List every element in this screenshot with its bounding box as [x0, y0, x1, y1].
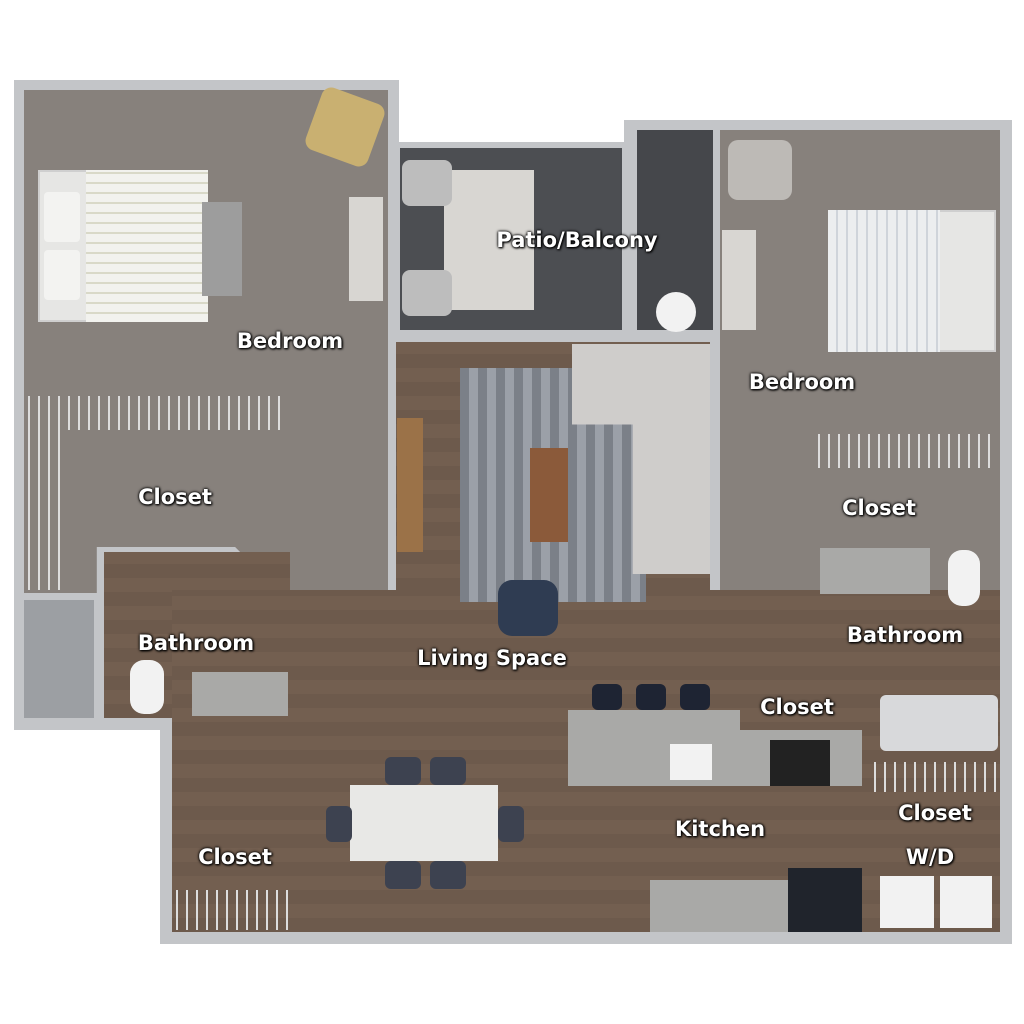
- closet-rack: [28, 430, 64, 590]
- sink: [670, 744, 712, 780]
- dining-chair: [430, 861, 466, 889]
- bench: [202, 202, 242, 296]
- closet-rack: [818, 434, 996, 468]
- bar-stool: [592, 684, 622, 710]
- dining-table: [350, 785, 498, 861]
- room-label-wd: W/D: [905, 845, 955, 869]
- kitchen-island: [568, 710, 740, 786]
- closet-rack: [176, 890, 288, 930]
- room-label-living: Living Space: [417, 646, 567, 670]
- dining-chair: [385, 861, 421, 889]
- refrigerator: [788, 868, 862, 932]
- dining-chair: [430, 757, 466, 785]
- dining-chair: [326, 806, 352, 842]
- room-label-closet-left: Closet: [138, 485, 212, 509]
- pillow: [44, 250, 80, 300]
- back-counter: [650, 880, 788, 932]
- tv-console: [397, 418, 423, 552]
- dryer: [940, 876, 992, 928]
- room-label-patio: Patio/Balcony: [496, 228, 658, 252]
- room-label-bathroom-right: Bathroom: [846, 623, 964, 647]
- vanity-left: [192, 672, 288, 716]
- closet-rack: [28, 396, 286, 430]
- room-label-closet-laundry: Closet: [898, 801, 972, 825]
- bar-stool: [680, 684, 710, 710]
- washer: [880, 876, 934, 928]
- bed-left-cover: [86, 170, 208, 322]
- toilet: [948, 550, 980, 606]
- room-label-bedroom-left: Bedroom: [236, 329, 344, 353]
- coffee-table: [530, 448, 568, 542]
- dresser: [349, 197, 383, 301]
- accent-chair: [498, 580, 558, 636]
- closet-rack: [874, 762, 998, 792]
- vanity-right: [820, 548, 930, 594]
- patio-rug: [444, 170, 534, 310]
- toilet: [130, 660, 164, 714]
- dining-chair: [385, 757, 421, 785]
- patio-stool: [656, 292, 696, 332]
- room-label-closet-right: Closet: [842, 496, 916, 520]
- bar-stool: [636, 684, 666, 710]
- bed-right-cover: [828, 210, 940, 352]
- patio-chair: [402, 160, 452, 206]
- patio-chair: [402, 270, 452, 316]
- tub: [880, 695, 998, 751]
- room-label-bedroom-right: Bedroom: [748, 370, 856, 394]
- room-label-closet-hall: Closet: [760, 695, 834, 719]
- dining-chair: [498, 806, 524, 842]
- pillow: [44, 192, 80, 242]
- bedroom-right-floor: [720, 130, 1000, 590]
- room-label-bathroom-left: Bathroom: [137, 631, 255, 655]
- room-label-kitchen: Kitchen: [674, 817, 766, 841]
- stove: [770, 740, 830, 786]
- armchair: [728, 140, 792, 200]
- room-label-closet-entry: Closet: [198, 845, 272, 869]
- shower-left: [24, 600, 94, 718]
- dresser: [722, 230, 756, 330]
